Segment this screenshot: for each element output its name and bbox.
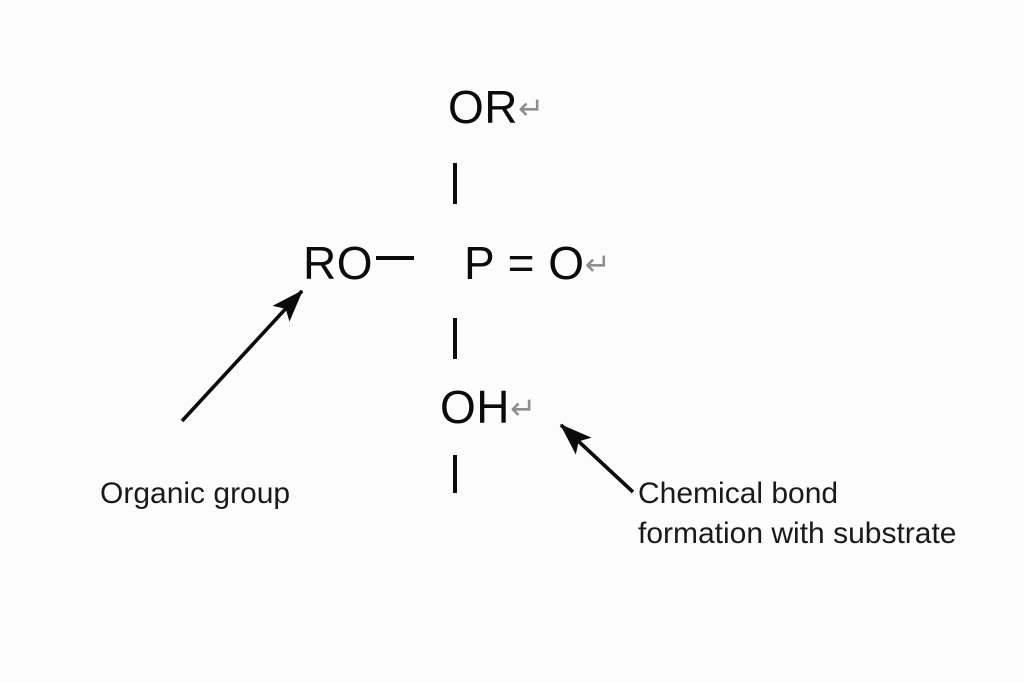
atom-group-bottom: OH↵: [440, 384, 536, 430]
arrow-organic-group: [180, 289, 304, 423]
atom-group-center: P = O↵: [464, 240, 611, 286]
arrow-chemical-bond: [559, 423, 635, 494]
paragraph-mark-icon-center: ↵: [584, 247, 611, 283]
atom-label-p-double-bond-o: P = O: [464, 237, 585, 289]
atom-group-left: RO: [303, 240, 373, 286]
bond-vertical-bottom: [453, 455, 457, 493]
bond-vertical-top: [453, 163, 457, 204]
atom-label-or: OR: [448, 81, 518, 133]
atom-label-oh: OH: [440, 381, 510, 433]
bond-vertical-middle: [453, 318, 457, 359]
paragraph-mark-icon-bottom: ↵: [510, 391, 536, 427]
atom-label-ro: RO: [303, 237, 373, 289]
bond-horizontal-left: [376, 256, 414, 260]
label-chemical-bond-line1: Chemical bond: [638, 477, 839, 510]
label-chemical-bond-line2: formation with substrate: [638, 517, 957, 550]
label-organic-group: Organic group: [100, 477, 291, 510]
paragraph-mark-icon-top: ↵: [518, 91, 544, 127]
atom-group-top: OR↵: [448, 84, 544, 130]
